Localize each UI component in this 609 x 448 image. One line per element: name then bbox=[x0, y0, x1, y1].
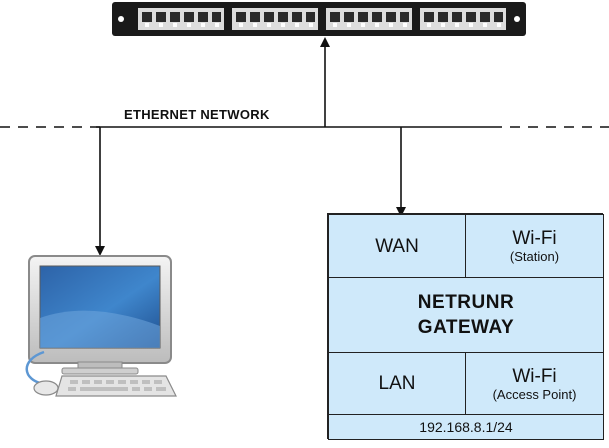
wifi-ap-label: Wi-Fi bbox=[512, 365, 557, 387]
wan-port-cell: WAN bbox=[328, 214, 466, 278]
desktop-computer-icon bbox=[25, 255, 177, 397]
wifi-station-cell: Wi-Fi (Station) bbox=[465, 214, 604, 278]
ethernet-network-label: ETHERNET NETWORK bbox=[124, 107, 270, 122]
wifi-access-point-cell: Wi-Fi (Access Point) bbox=[465, 352, 604, 415]
patch-panel-icon bbox=[112, 2, 526, 36]
wifi-station-label: Wi-Fi bbox=[512, 228, 557, 249]
wifi-station-mode: (Station) bbox=[509, 249, 560, 264]
lan-port-cell: LAN bbox=[328, 352, 466, 415]
gateway-title-cell: NETRUNR GATEWAY bbox=[328, 277, 604, 353]
subnet-address: 192.168.8.1/24 bbox=[419, 419, 513, 435]
wifi-ap-mode: (Access Point) bbox=[492, 386, 577, 402]
wan-label: WAN bbox=[375, 235, 419, 257]
netrunr-gateway-box: WAN Wi-Fi (Station) NETRUNR GATEWAY LAN … bbox=[327, 213, 604, 440]
subnet-cell: 192.168.8.1/24 bbox=[328, 414, 604, 440]
gateway-title-line2: GATEWAY bbox=[417, 317, 515, 338]
lan-label: LAN bbox=[378, 373, 416, 394]
gateway-title-line1: NETRUNR bbox=[417, 292, 515, 313]
